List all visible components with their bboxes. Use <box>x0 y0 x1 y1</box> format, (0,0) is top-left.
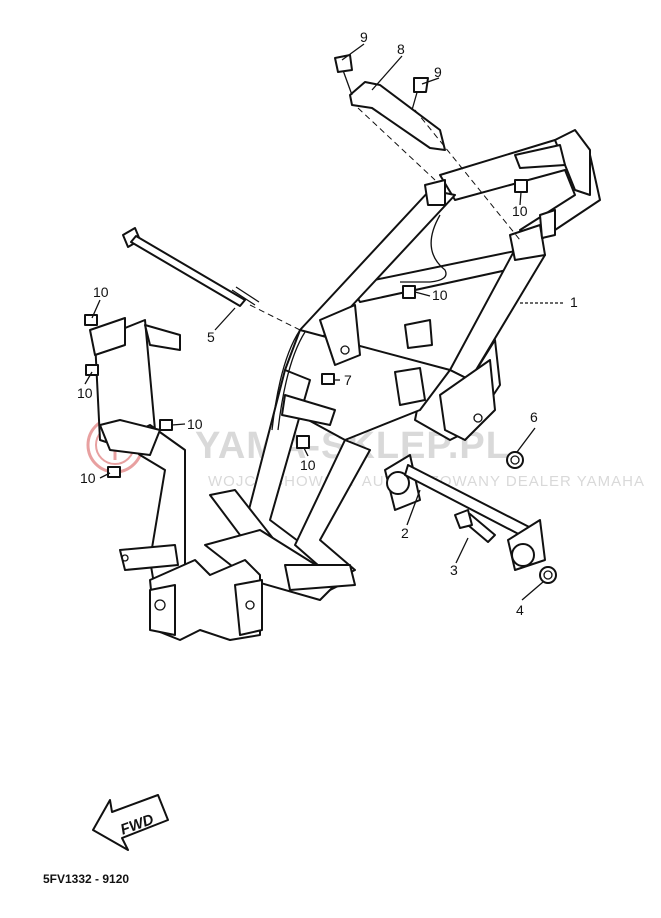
label-nut-10-frame: 10 <box>300 457 316 473</box>
engine-bracket-drawing <box>384 451 557 584</box>
label-nut-10-center: 10 <box>432 287 448 303</box>
label-screw-9-left: 9 <box>360 29 368 45</box>
part-labels: 1 2 3 4 5 6 7 8 9 9 10 10 10 10 10 10 10 <box>77 29 578 618</box>
shaft-bolt-drawing <box>122 227 301 331</box>
label-nut-10-head-top: 10 <box>93 284 109 300</box>
frame-drawing <box>89 129 601 641</box>
label-nut-10-steer-left: 10 <box>80 470 96 486</box>
label-screw-9-right: 9 <box>434 64 442 80</box>
stay-drawing <box>334 54 521 241</box>
label-frame: 1 <box>570 294 578 310</box>
small-nuts-drawing <box>84 179 528 478</box>
label-engine-bracket: 2 <box>401 525 409 541</box>
label-nut-7: 7 <box>344 372 352 388</box>
label-nut-10-top: 10 <box>512 203 528 219</box>
drawing-code: 5FV1332 - 9120 <box>43 872 129 886</box>
fwd-arrow: FWD <box>92 794 169 851</box>
leader-lines <box>84 43 544 601</box>
label-nut-4: 4 <box>516 602 524 618</box>
label-nut-10-head-bottom: 10 <box>77 385 93 401</box>
label-nut-6: 6 <box>530 409 538 425</box>
label-stay: 8 <box>397 41 405 57</box>
label-shaft-bolt: 5 <box>207 329 215 345</box>
label-nut-10-steer-right: 10 <box>187 416 203 432</box>
label-bolt-3: 3 <box>450 562 458 578</box>
